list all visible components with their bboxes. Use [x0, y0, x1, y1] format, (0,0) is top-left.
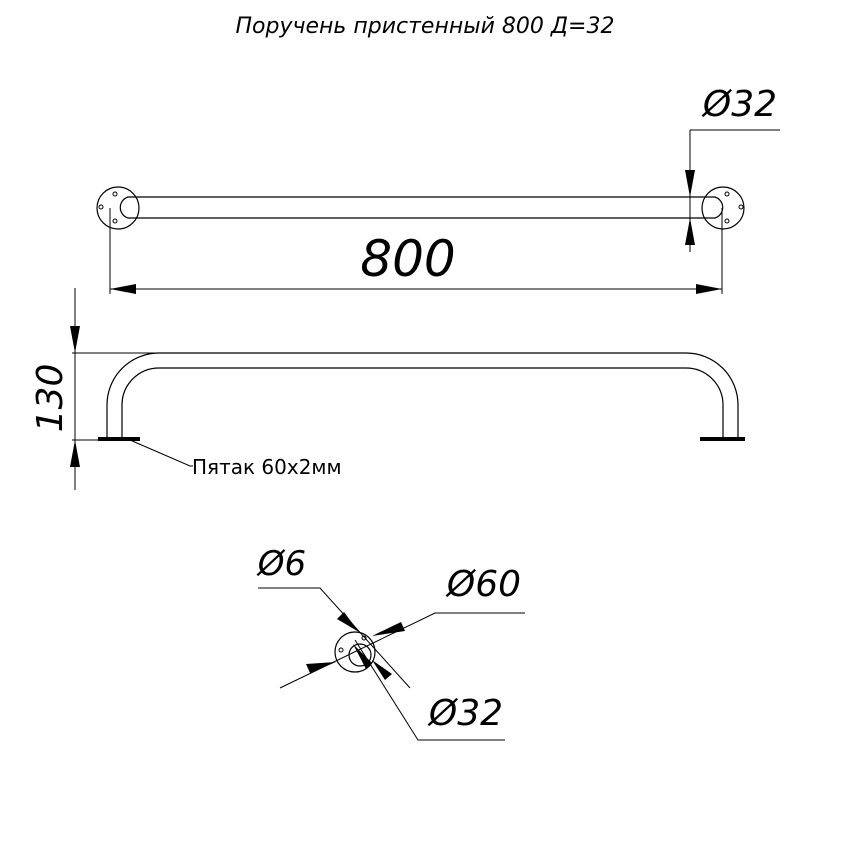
tube-outer [106, 352, 739, 440]
flange-label: Ø60 [445, 564, 521, 605]
left-base-plate [98, 437, 140, 441]
rosette-detail: Ø6 Ø60 Ø32 [256, 544, 525, 741]
length-label: 800 [360, 230, 455, 288]
hole-arrow [337, 612, 359, 632]
tube-top [119, 196, 724, 219]
left-rosette [96, 186, 140, 230]
right-base-plate [700, 437, 745, 441]
tube-inner [121, 367, 724, 440]
hole-label: Ø6 [256, 544, 306, 584]
drawing-title: Поручень пристенный 800 Д=32 [236, 14, 615, 39]
side-view: 130 Пятак 60х2мм [30, 288, 745, 490]
diameter-label: Ø32 [701, 84, 777, 125]
right-rosette [701, 186, 745, 230]
flange-circle [334, 631, 376, 673]
plate-note: Пятак 60х2мм [192, 455, 342, 479]
tube-label: Ø32 [427, 693, 503, 734]
flange-arrow [372, 622, 405, 636]
height-label: 130 [30, 364, 71, 433]
top-view: 800 Ø32 [96, 84, 780, 294]
